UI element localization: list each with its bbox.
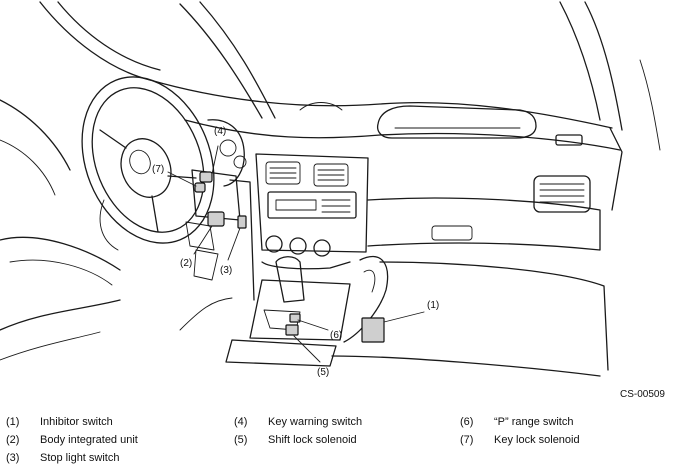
leader-lines <box>167 145 425 363</box>
part-6-p-range-switch <box>289 313 301 323</box>
part-1-inhibitor-switch <box>361 317 385 343</box>
callout-5: (5) <box>317 367 329 378</box>
center-console <box>255 153 369 270</box>
legend: (1)Inhibitor switch (2)Body integrated u… <box>6 416 670 472</box>
highlighted-components <box>194 171 385 343</box>
legend-item-3: (3)Stop light switch <box>6 452 120 464</box>
passenger-dash <box>331 175 609 377</box>
legend-item-2: (2)Body integrated unit <box>6 434 138 446</box>
windshield-frame <box>39 1 661 151</box>
gear-shifter <box>179 256 351 367</box>
part-7-key-lock-solenoid <box>194 182 206 193</box>
legend-item-4: (4)Key warning switch <box>234 416 363 428</box>
callout-7: (7) <box>152 164 164 175</box>
steering-wheel <box>81 76 215 251</box>
legend-item-7: (7)Key lock solenoid <box>460 434 580 446</box>
legend-item-5: (5)Shift lock solenoid <box>234 434 357 446</box>
callout-3: (3) <box>220 265 232 276</box>
dashboard-top <box>149 79 623 211</box>
legend-item-1: (1)Inhibitor switch <box>6 416 113 428</box>
legend-item-6: (6)“P” range switch <box>460 416 574 428</box>
part-2-body-integrated-unit <box>207 211 225 227</box>
dashboard-line-drawing: (4) (7) (2) (3) (1) (6) (5) <box>0 1 661 378</box>
callout-6: (6) <box>330 330 342 341</box>
callout-4: (4) <box>214 126 226 137</box>
part-4-key-warning-switch <box>199 171 213 183</box>
part-3-stop-light-switch <box>237 215 247 229</box>
callout-2: (2) <box>180 258 192 269</box>
callout-labels: (4) (7) (2) (3) (1) (6) (5) <box>152 126 439 378</box>
part-5-shift-lock-solenoid <box>285 324 299 336</box>
left-door-panel <box>0 99 121 361</box>
callout-1: (1) <box>427 300 439 311</box>
figure-code: CS-00509 <box>619 389 665 400</box>
